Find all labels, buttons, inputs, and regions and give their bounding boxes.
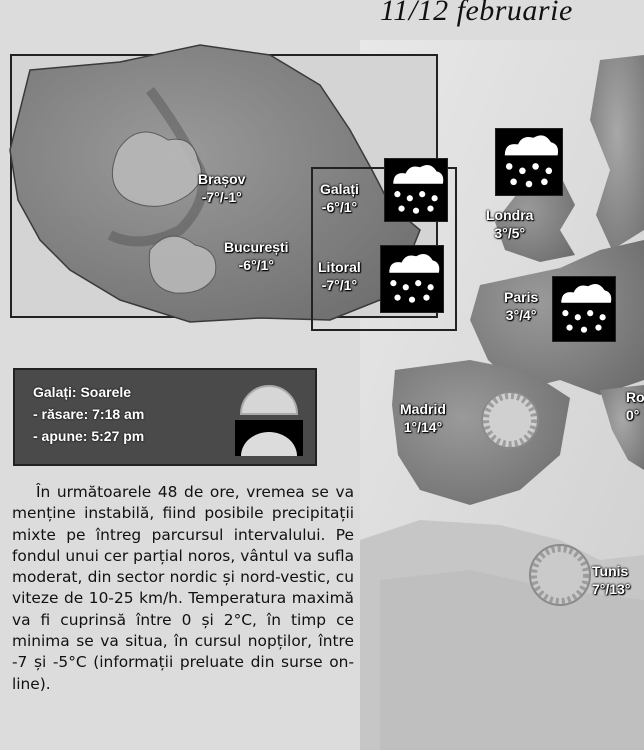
sunset-icon xyxy=(235,420,303,456)
city-litoral: Litoral -7°/1° xyxy=(318,258,361,294)
city-temp: -6°/1° xyxy=(321,199,358,215)
city-paris: Paris 3°/4° xyxy=(504,288,538,324)
snow-cloud-icon xyxy=(384,158,448,222)
forecast-text: În următoarele 48 de ore, vremea se va m… xyxy=(12,483,354,693)
europe-land-north xyxy=(590,55,644,250)
city-name: București xyxy=(224,239,289,255)
sun-box-title: Galați: Soarele xyxy=(33,384,132,400)
carpathians-relief xyxy=(107,87,208,247)
city-temp: 0° xyxy=(626,407,640,423)
snow-cloud-icon xyxy=(495,128,563,196)
italy xyxy=(600,385,644,470)
city-name: Tunis xyxy=(592,563,629,579)
sun-times-box: Galați: Soarele - răsare: 7:18 am - apun… xyxy=(13,368,317,466)
city-name: Paris xyxy=(504,289,539,305)
sunrise-icon xyxy=(239,385,299,415)
city-name: Galați xyxy=(320,181,359,197)
city-name: Brașov xyxy=(198,171,246,187)
cloud-shape-bucuresti xyxy=(148,235,217,294)
city-galati: Galați -6°/1° xyxy=(320,180,359,216)
city-tunis: Tunis 7°/13° xyxy=(592,562,630,598)
city-name: Londra xyxy=(486,207,534,223)
city-roma-partial: Ro 0° xyxy=(626,388,644,424)
britain xyxy=(495,175,575,262)
city-name: Madrid xyxy=(400,401,446,417)
sunset-time: - apune: 5:27 pm xyxy=(33,428,145,444)
city-temp: 3°/5° xyxy=(494,225,526,241)
snow-cloud-icon xyxy=(380,245,444,313)
city-temp: 1°/14° xyxy=(403,419,443,435)
snow-cloud-icon xyxy=(552,276,616,342)
sunrise-time: - răsare: 7:18 am xyxy=(33,406,145,422)
city-temp: 7°/13° xyxy=(592,581,631,597)
tunis-sun-shape xyxy=(529,544,591,606)
forecast-paragraph: În următoarele 48 de ore, vremea se va m… xyxy=(12,482,354,695)
cloud-shape-brasov xyxy=(111,131,202,207)
city-brasov: Brașov -7°/-1° xyxy=(198,170,245,206)
city-madrid: Madrid 1°/14° xyxy=(400,400,446,436)
forecast-date: 11/12 februarie xyxy=(380,0,573,27)
city-name: Litoral xyxy=(318,259,361,275)
city-temp: 3°/4° xyxy=(505,307,537,323)
city-temp: -7°/-1° xyxy=(201,189,242,205)
city-temp: -7°/1° xyxy=(321,277,358,293)
city-name: Ro xyxy=(626,389,644,405)
city-londra: Londra 3°/5° xyxy=(486,206,533,242)
city-temp: -6°/1° xyxy=(238,257,274,273)
africa-relief xyxy=(380,570,644,750)
city-bucuresti: București -6°/1° xyxy=(224,238,289,274)
madrid-sun-shape xyxy=(481,391,539,449)
